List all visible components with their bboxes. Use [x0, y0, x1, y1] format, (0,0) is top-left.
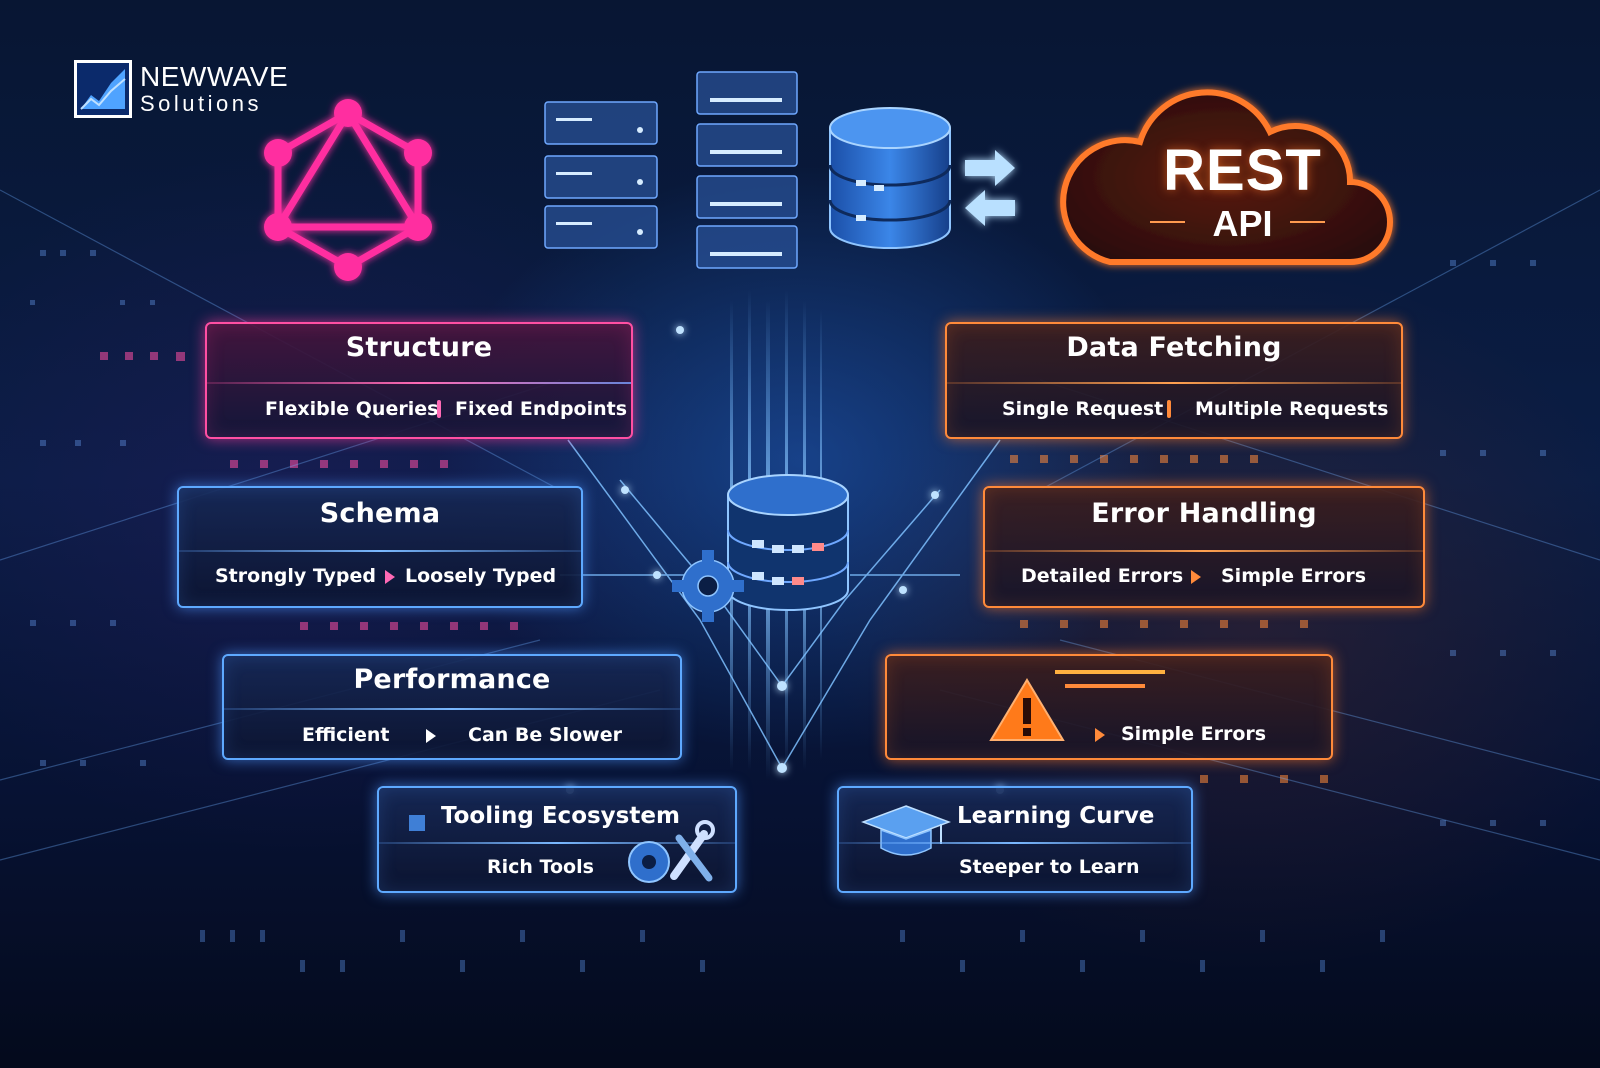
tooling-square-icon — [409, 815, 425, 831]
card-data-fetching-left: Single Request — [1002, 398, 1164, 420]
separator-bar — [1167, 400, 1171, 418]
card-learning-value: Steeper to Learn — [959, 856, 1140, 878]
rest-subtitle: API — [1212, 203, 1273, 244]
graduation-cap-icon — [861, 805, 951, 856]
card-tooling: Tooling Ecosystem Rich Tools — [377, 786, 737, 893]
card-tooling-title: Tooling Ecosystem — [441, 803, 680, 829]
card-errors-alt: Simple Errors — [885, 654, 1333, 760]
bottom-dots — [200, 930, 1385, 972]
warning-icon — [989, 678, 1065, 741]
arrow-right-icon — [1095, 728, 1105, 742]
arrow-right-icon — [1191, 570, 1201, 584]
database-icon — [828, 107, 952, 249]
logo-sub-text: Solutions — [140, 91, 263, 116]
card-performance-left: Efficient — [302, 724, 390, 746]
rest-cloud-icon — [1060, 89, 1393, 265]
separator-bar — [437, 400, 441, 418]
card-learning-title: Learning Curve — [957, 803, 1155, 829]
center-database-icon — [727, 474, 849, 611]
card-error-handling: Error Handling Detailed Errors Simple Er… — [983, 486, 1425, 608]
server-rack-icon — [544, 71, 798, 269]
digital-dots — [30, 250, 1556, 826]
card-error-handling-left: Detailed Errors — [1021, 565, 1184, 587]
wrench-icon — [628, 820, 715, 883]
card-schema-title: Schema — [319, 498, 441, 529]
company-logo: NEWWAVE Solutions — [74, 60, 288, 118]
sync-arrows-icon — [965, 150, 1015, 226]
card-schema-right: Loosely Typed — [405, 565, 557, 587]
card-structure-right: Fixed Endpoints — [455, 398, 628, 420]
card-performance-title: Performance — [353, 664, 551, 695]
card-errors-alt-label: Simple Errors — [1121, 723, 1267, 745]
card-error-handling-right: Simple Errors — [1221, 565, 1367, 587]
card-error-handling-title: Error Handling — [1091, 498, 1317, 529]
card-performance-right: Can Be Slower — [468, 724, 622, 746]
card-learning: Learning Curve Steeper to Learn — [837, 786, 1193, 893]
card-structure-title: Structure — [345, 332, 493, 363]
warning-lines — [1055, 670, 1165, 674]
card-schema: Schema Strongly Typed Loosely Typed — [177, 486, 583, 608]
card-tooling-value: Rich Tools — [487, 856, 594, 878]
card-performance: Performance Efficient Can Be Slower — [222, 654, 682, 760]
gear-icon — [672, 550, 744, 622]
rest-title: REST — [1163, 138, 1322, 203]
arrow-right-icon — [385, 570, 395, 584]
logo-brand-text: NEWWAVE — [140, 61, 289, 92]
orange-dots — [1010, 455, 1328, 783]
arrow-right-icon — [426, 729, 436, 743]
graphql-logo-icon — [264, 99, 432, 281]
card-data-fetching-title: Data Fetching — [1066, 332, 1282, 363]
card-structure: Structure Flexible Queries Fixed Endpoin… — [205, 322, 633, 439]
card-data-fetching-right: Multiple Requests — [1195, 398, 1389, 420]
logo-mark-icon — [74, 60, 132, 118]
card-structure-left: Flexible Queries — [265, 398, 439, 420]
card-data-fetching: Data Fetching Single Request Multiple Re… — [945, 322, 1403, 439]
card-schema-left: Strongly Typed — [215, 565, 377, 587]
warning-lines — [1065, 684, 1145, 688]
pink-dots — [100, 352, 518, 630]
